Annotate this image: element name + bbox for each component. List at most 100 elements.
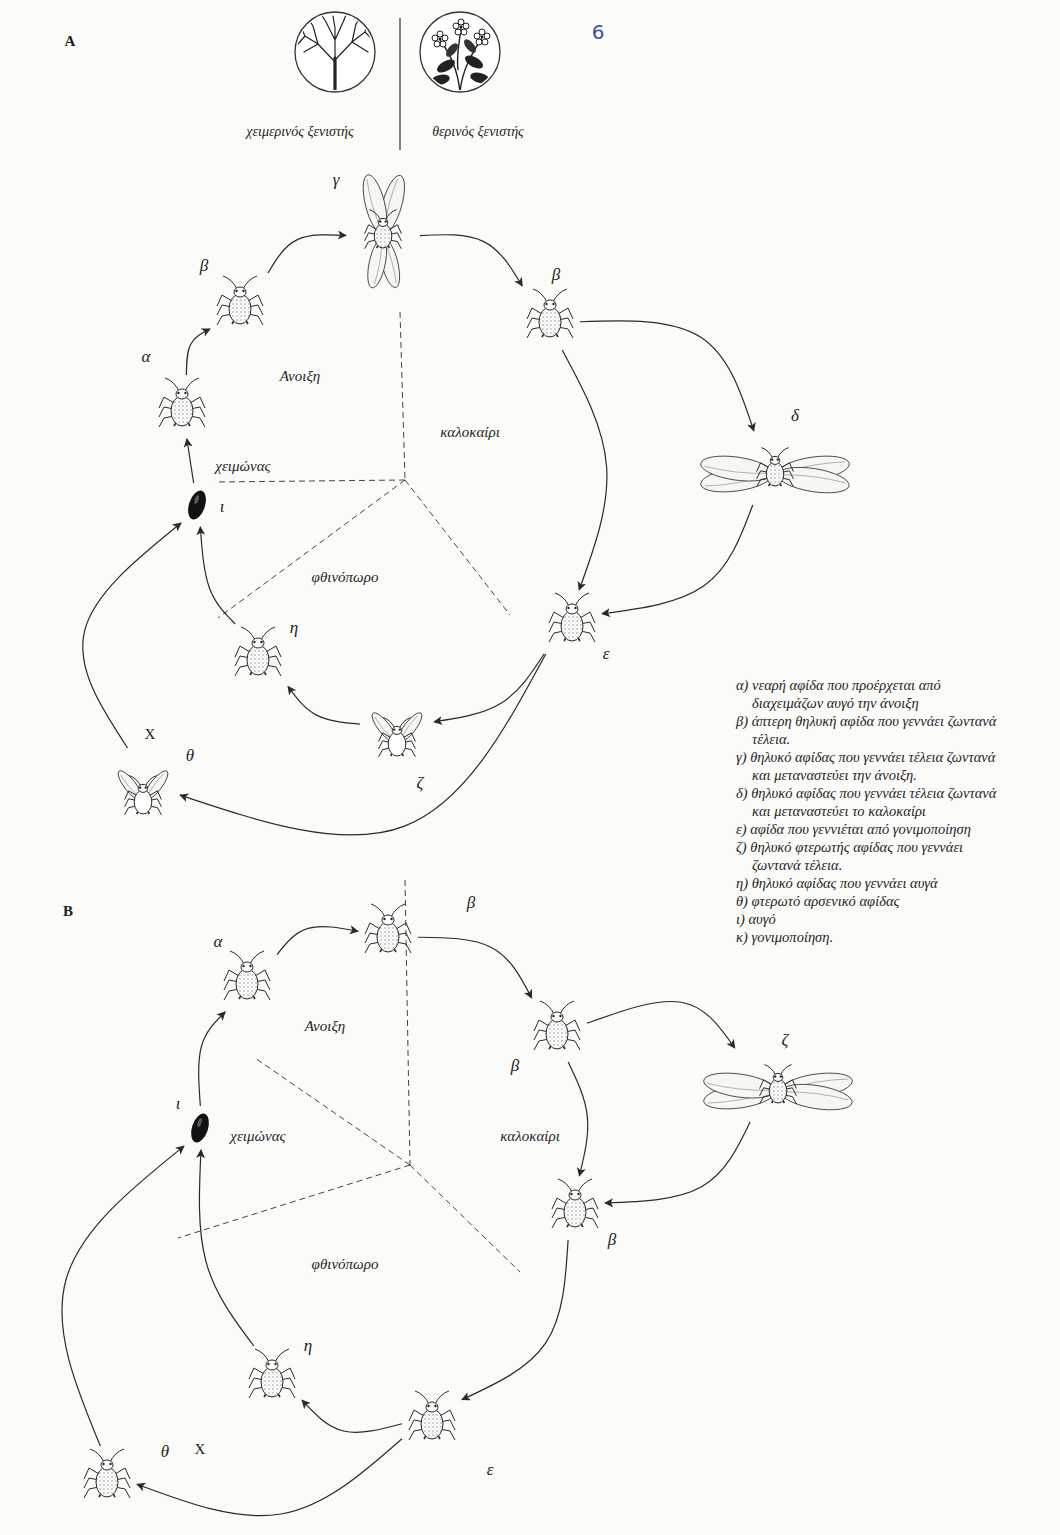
aphid-parts	[549, 593, 595, 642]
stage-figure: ι	[183, 485, 211, 525]
aphid-figure	[348, 157, 418, 307]
aphid-eye	[379, 220, 381, 222]
antenna	[764, 1065, 775, 1075]
antenna	[383, 718, 394, 728]
antenna	[558, 1179, 572, 1192]
key-text: ι) αυγό	[736, 911, 776, 927]
wing	[779, 1080, 854, 1114]
aphid-parts	[534, 1001, 580, 1050]
host-divider	[399, 18, 400, 150]
aphid-body	[377, 922, 399, 952]
aphid-parts	[409, 1391, 455, 1440]
aphid-head	[234, 287, 246, 297]
season-label: Ανοιξη	[303, 1018, 348, 1035]
key-list: α) νεαρή αφίδα που προέρχεται από διαχει…	[736, 676, 1014, 946]
aphid-eye	[102, 1463, 104, 1465]
aphid-eye	[780, 1075, 782, 1077]
wing	[776, 463, 851, 497]
stage-letter: ε	[601, 645, 612, 664]
aphid-eye	[177, 392, 179, 394]
aphid-figure	[544, 592, 600, 652]
antenna	[261, 627, 275, 640]
aphid-body	[539, 307, 561, 337]
life-cycle-arrow	[186, 329, 210, 375]
aphid-eye	[552, 303, 554, 305]
aphid-parts	[527, 289, 573, 338]
life-cycle-arrow	[580, 321, 754, 431]
antenna	[255, 1349, 269, 1362]
stage-letter: ζ	[415, 774, 426, 793]
antenna	[435, 1391, 449, 1404]
antenna	[90, 1449, 104, 1462]
aphid-parts	[84, 1449, 130, 1498]
wing	[702, 1069, 777, 1102]
antenna	[391, 904, 405, 917]
antenna	[575, 593, 589, 606]
key-text: ε) αφίδα που γεννιέται από γονιμοποίηση	[736, 821, 971, 837]
aphid-eye	[399, 728, 401, 730]
season-label: καλοκαίρι	[438, 424, 502, 441]
aphid-eye	[184, 392, 186, 394]
antenna	[223, 276, 237, 289]
host-caption: χειμερινός ξενιστής	[244, 124, 355, 140]
antenna	[145, 776, 156, 786]
life-cycle-arrow	[268, 235, 346, 273]
stage-figure: η	[244, 1348, 300, 1408]
aphid-eye	[777, 458, 779, 460]
stage-letter: η	[288, 619, 300, 638]
life-cycle-arrow	[83, 523, 181, 748]
aphid-parts	[217, 276, 263, 325]
stage-figure: β	[529, 1000, 585, 1060]
aphid-eye	[253, 641, 255, 643]
key-entry: κ) γονιμοποίηση.	[736, 928, 1014, 946]
aphid-parts	[114, 768, 171, 815]
life-cycle-arrow	[180, 654, 546, 835]
stage-letter: ι	[218, 498, 227, 517]
aphid-head	[551, 1012, 563, 1022]
key-entry: α) νεαρή αφίδα που προέρχεται από διαχει…	[736, 676, 1014, 712]
antenna	[385, 210, 396, 220]
antenna	[555, 593, 569, 606]
aphid-figure	[529, 1000, 585, 1060]
aphid-figure	[230, 626, 286, 686]
key-text: κ) γονιμοποίηση.	[736, 929, 833, 945]
stage-figure: δ	[690, 433, 860, 503]
key-entry: ζ) θηλυκό φτερωτής αφίδας που γεννάει ζω…	[736, 838, 1014, 874]
stage-figure: ζ	[693, 1050, 863, 1120]
aphid-eye	[145, 786, 147, 788]
stage-letter: β	[509, 1057, 521, 1076]
life-cycle-arrow	[200, 527, 235, 624]
aphid-eye	[393, 728, 395, 730]
aphid-parts	[368, 710, 425, 757]
cross-mark: X	[193, 1441, 208, 1458]
season-label: χειμώνας	[228, 1128, 287, 1145]
aphid-eye	[109, 1463, 111, 1465]
life-cycle-arrow	[137, 1439, 402, 1516]
aphid-head	[382, 915, 394, 925]
key-entry: γ) θηλυκό αφίδας που γεννάει τέλεια ζωντ…	[736, 748, 1014, 784]
stage-figure: θ	[108, 750, 178, 830]
aphid-body	[564, 1197, 586, 1227]
plant-symbol	[429, 19, 491, 92]
key-entry: ε) αφίδα που γεννιέται από γονιμοποίηση	[736, 820, 1014, 838]
aphid-figure	[362, 692, 432, 772]
life-cycle-arrow	[418, 937, 532, 998]
stage-figure: γ	[348, 157, 418, 307]
stage-figure: ε	[404, 1390, 460, 1450]
life-cycle-arrow	[187, 439, 194, 483]
aphid-eye	[383, 918, 385, 920]
stage-figure: α	[219, 950, 275, 1010]
stage-letter: θ	[184, 747, 196, 766]
antenna	[777, 448, 788, 458]
egg-shape	[185, 488, 209, 521]
aphid-body	[171, 396, 193, 426]
aphid-body	[261, 1367, 283, 1397]
aphid-figure	[108, 750, 178, 830]
aphid-head	[101, 1460, 113, 1470]
handwritten-number: 6	[590, 21, 607, 44]
stage-figure: α	[154, 377, 210, 437]
antenna	[578, 1179, 592, 1192]
stage-figure: ε	[544, 592, 600, 652]
aphid-body	[421, 1409, 443, 1439]
stage-letter: β	[198, 257, 210, 276]
